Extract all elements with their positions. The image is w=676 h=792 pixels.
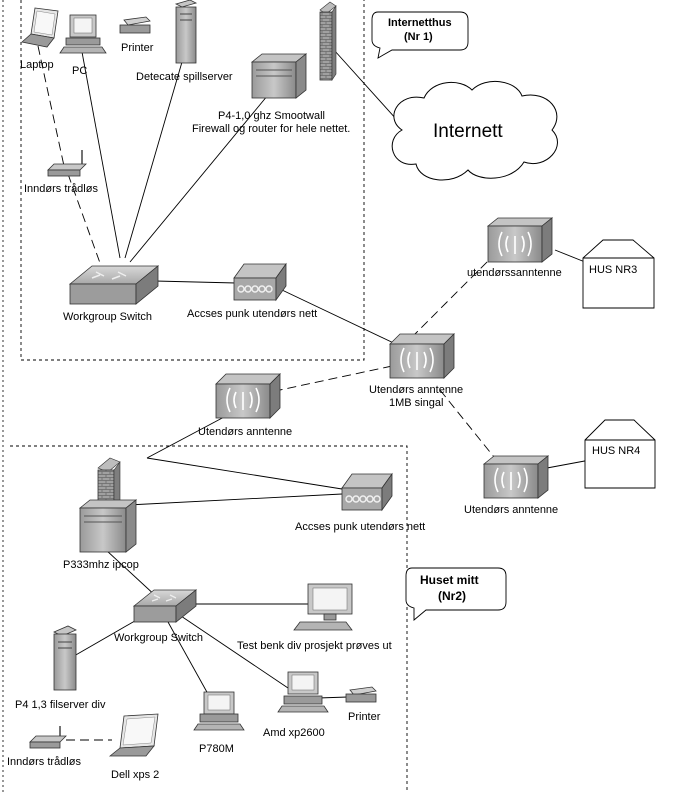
- pc-icon: [193, 691, 245, 731]
- switch-label: Workgroup Switch: [63, 311, 152, 323]
- huset-callout: [405, 567, 507, 621]
- wireless-router-2-label: Inndørs trådløs: [7, 756, 81, 768]
- internet-cloud-icon: [391, 80, 558, 181]
- access-point-icon: [341, 472, 393, 512]
- server-tower-icon: [174, 0, 198, 64]
- laptop-label: Laptop: [20, 59, 54, 71]
- pc-icon: [59, 14, 107, 54]
- wireless-router-label: Inndørs trådløs: [24, 183, 98, 195]
- huset-title: Huset mitt: [420, 573, 479, 587]
- laptop-icon: [108, 713, 159, 757]
- wireless-router-icon: [47, 150, 87, 177]
- printer-icon: [345, 686, 377, 703]
- switch-icon: [68, 265, 160, 305]
- switch-2-label: Workgroup Switch: [114, 632, 203, 644]
- huset-number: (Nr2): [438, 589, 466, 603]
- switch-icon: [132, 589, 198, 623]
- firewall-router-icon: [250, 53, 308, 99]
- house-icon: [582, 239, 655, 309]
- wireless-links: [37, 45, 499, 741]
- test-bench-label: Test benk div prosjekt prøves ut: [237, 640, 392, 652]
- server-tower-icon: [53, 625, 77, 691]
- pc-icon: [277, 671, 329, 713]
- right-antenna-icon: [482, 455, 550, 499]
- dell-laptop-label: Dell xps 2: [111, 769, 159, 781]
- access-point-label: Accses punk utendørs nett: [187, 308, 317, 320]
- printer-label: Printer: [121, 42, 154, 54]
- outdoor-antenna-label: utendørssanntenne: [467, 267, 562, 279]
- house1-boundary: [20, 0, 365, 361]
- file-server-label: P4 1,3 filserver div: [15, 699, 106, 711]
- internetthus-title: Internetthus: [388, 17, 452, 29]
- access-point-icon: [233, 262, 287, 302]
- wireless-router-icon: [29, 726, 67, 749]
- monitor-icon: [293, 583, 353, 631]
- house-icon: [584, 419, 656, 489]
- ipcop-label: P333mhz ipcop: [63, 559, 139, 571]
- center-antenna-label-line1: Utendørs anntenne: [369, 384, 463, 396]
- ipcop-firewall-icon: [78, 499, 138, 553]
- hus-nr3-label: HUS NR3: [589, 264, 637, 276]
- game-server-label: Detecate spillserver: [136, 71, 233, 83]
- house2-boundary: [10, 445, 408, 792]
- internetthus-callout: [371, 11, 469, 59]
- internet-label: Internett: [433, 121, 503, 142]
- access-point-2-label: Accses punk utendørs nett: [295, 521, 425, 533]
- cable-lines: [73, 49, 591, 699]
- pc-label: PC: [72, 65, 87, 77]
- p780m-label: P780M: [199, 743, 234, 755]
- center-antenna-icon: [389, 333, 455, 379]
- hus-nr4-label: HUS NR4: [592, 445, 640, 457]
- center-antenna-label-line2: 1MB singal: [389, 397, 443, 409]
- laptop-icon: [21, 7, 59, 48]
- outdoor-antenna-icon: [486, 217, 554, 263]
- right-antenna-label: Utendørs anntenne: [464, 504, 558, 516]
- printer-icon: [119, 16, 151, 34]
- brick-firewall-icon: [97, 457, 121, 507]
- printer-2-label: Printer: [348, 711, 381, 723]
- left-antenna-icon: [215, 373, 281, 419]
- left-antenna-label: Utendørs anntenne: [198, 426, 292, 438]
- internetthus-number: (Nr 1): [404, 31, 433, 43]
- brick-firewall-icon: [319, 1, 337, 81]
- firewall-label-line2: Firewall og router for hele nettet.: [192, 123, 350, 135]
- firewall-label-line1: P4-1,0 ghz Smootwall: [218, 110, 325, 122]
- amd-label: Amd xp2600: [263, 727, 325, 739]
